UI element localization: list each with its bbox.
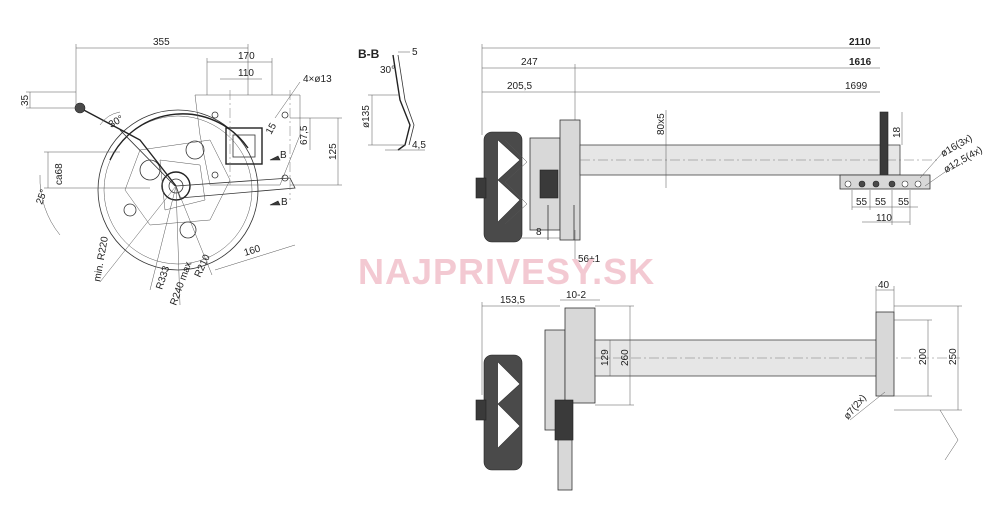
dim-55-a: 55 <box>856 197 868 208</box>
dim-160: 160 <box>243 243 263 259</box>
dim-2110: 2110 <box>849 37 871 48</box>
dim-110-top: 110 <box>876 213 892 224</box>
dim-4-5: 4,5 <box>412 140 426 151</box>
section-label: B-B <box>358 47 380 61</box>
dim-129: 129 <box>600 349 611 366</box>
section-bb-view: B-B ø135 5 30° 4,5 <box>358 47 426 151</box>
dim-355: 355 <box>153 37 170 48</box>
dim-55-b: 55 <box>875 197 887 208</box>
dim-angle-25: 25° <box>34 188 50 206</box>
dim-angle-30-bb: 30° <box>380 65 395 76</box>
bottom-view: 153,5 10-2 129 260 40 200 <box>475 280 962 491</box>
dim-35: 35 <box>20 94 31 106</box>
dim-5: 5 <box>412 47 418 58</box>
dim-260: 260 <box>620 349 631 366</box>
dim-d7-2x: ø7(2x) <box>842 393 869 422</box>
dim-holes-4x13: 4×ø13 <box>303 74 332 85</box>
dim-125: 125 <box>328 143 339 160</box>
dim-110: 110 <box>238 68 254 79</box>
dim-205-5: 205,5 <box>507 81 532 92</box>
dim-40: 40 <box>878 280 890 291</box>
dim-1699: 1699 <box>845 81 868 92</box>
dim-d135: ø135 <box>361 105 372 128</box>
dim-200: 200 <box>918 348 929 365</box>
dim-18: 18 <box>892 126 903 138</box>
dim-10-2: 10-2 <box>566 290 586 301</box>
section-mark-b-top: B <box>280 150 287 161</box>
dim-15: 15 <box>264 121 279 137</box>
dim-170: 170 <box>238 51 255 62</box>
dim-55-c: 55 <box>898 197 910 208</box>
dim-67-5: 67,5 <box>299 125 310 145</box>
top-view: 2110 1616 247 205,5 1699 80x5 18 <box>475 37 985 265</box>
dim-1616: 1616 <box>849 57 872 68</box>
dim-8: 8 <box>536 227 542 238</box>
side-view: B B 355 170 110 4×ø13 35 30° ca68 25° <box>20 37 342 307</box>
watermark: NAJPRIVESY.SK <box>358 251 655 292</box>
dim-247: 247 <box>521 57 538 68</box>
dim-153-5: 153,5 <box>500 295 525 306</box>
dim-min-r220: min. R220 <box>92 235 111 282</box>
dim-r210: R210 <box>193 253 213 280</box>
dim-ca68: ca68 <box>54 163 65 185</box>
dim-r240-max: R240 max <box>168 260 194 307</box>
dim-250: 250 <box>948 348 959 365</box>
dim-80x5: 80x5 <box>656 113 667 135</box>
dim-56-pm1: 56±1 <box>578 254 601 265</box>
section-mark-b-bottom: B <box>281 197 288 208</box>
dim-angle-30: 30° <box>107 114 126 131</box>
dim-r333: R333 <box>154 264 172 291</box>
